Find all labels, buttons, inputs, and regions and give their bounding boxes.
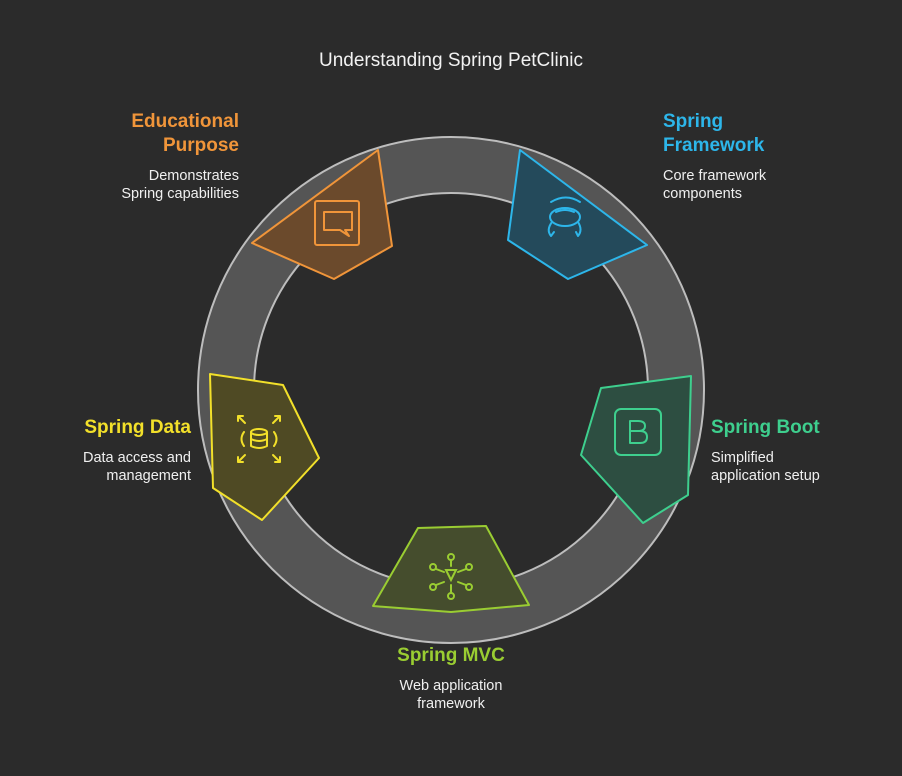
node-heading: Spring Framework [663, 111, 765, 156]
network-nodes-icon [429, 553, 473, 600]
node-heading: Spring MVC [397, 645, 505, 666]
node-boot: Spring Boot Simplified application setup [711, 416, 891, 485]
node-heading: Educational Purpose [131, 111, 239, 156]
node-framework: Spring Framework Core framework componen… [663, 110, 883, 203]
segment-educational[interactable] [251, 149, 393, 280]
discussion-icon [547, 196, 582, 237]
node-description: Web application framework [399, 678, 503, 712]
node-heading: Spring Data [84, 417, 191, 438]
node-educational: Educational Purpose Demonstrates Spring … [0, 110, 239, 203]
node-description: Core framework components [663, 168, 767, 202]
diagram-title: Understanding Spring PetClinic [318, 50, 584, 71]
node-heading: Spring Boot [711, 417, 820, 438]
segment-boot[interactable] [580, 375, 692, 524]
node-mvc: Spring MVC Web application framework [331, 644, 571, 713]
database-expand-icon [237, 415, 281, 463]
segment-data[interactable] [209, 373, 320, 521]
node-description: Simplified application setup [711, 450, 820, 484]
node-data: Spring Data Data access and management [1, 416, 191, 485]
segment-framework[interactable] [507, 149, 648, 280]
segment-mvc[interactable] [372, 525, 530, 613]
chat-message-icon [314, 200, 360, 246]
letter-b-icon [614, 408, 662, 456]
node-description: Demonstrates Spring capabilities [121, 168, 239, 202]
node-description: Data access and management [82, 450, 191, 484]
